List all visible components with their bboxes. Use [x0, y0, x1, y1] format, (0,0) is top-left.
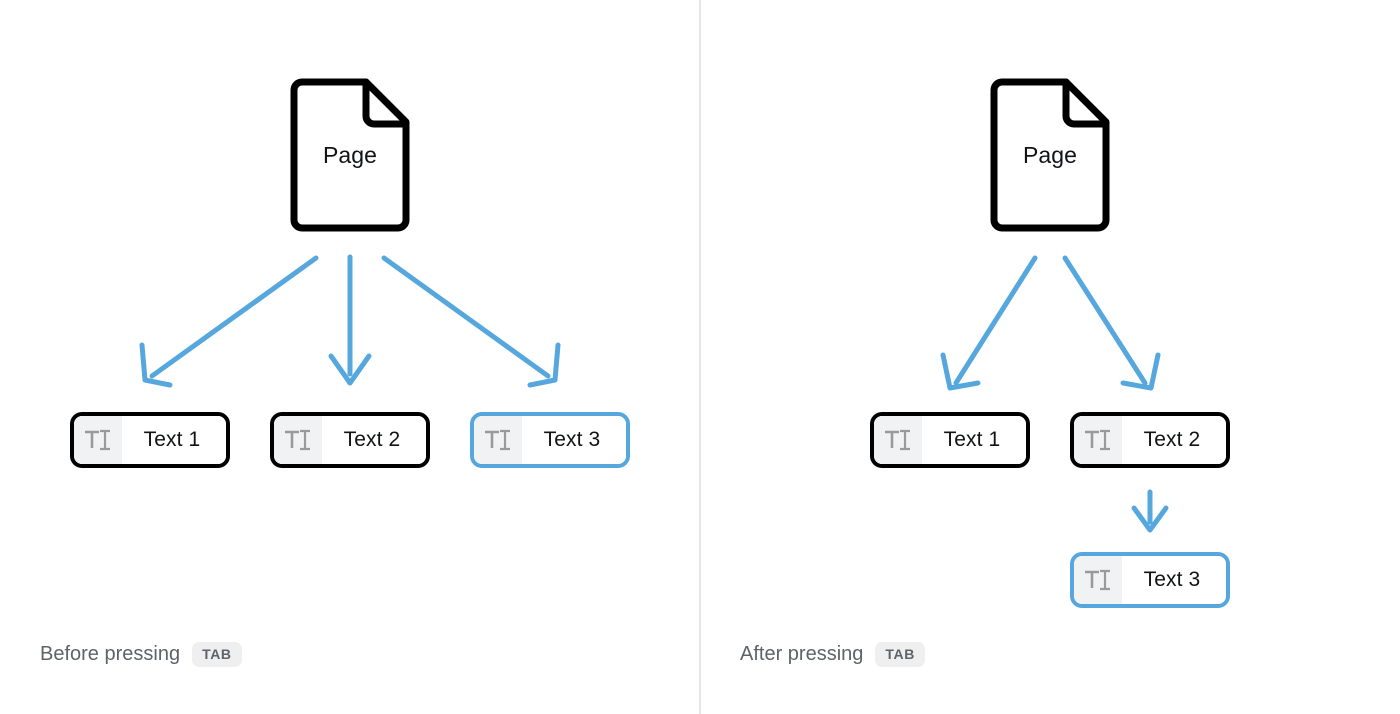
panel-after-tab: Page Text 1 Text 2 [700, 0, 1400, 714]
text-node-text3-after[interactable]: Text 3 [1070, 552, 1230, 608]
text-cursor-icon [1074, 556, 1122, 604]
text-cursor-icon [274, 416, 322, 464]
caption-after: After pressing TAB [740, 642, 925, 667]
arrow-page-to-text2 [328, 254, 372, 386]
page-node-label: Page [1022, 141, 1078, 168]
text-node-label: Text 3 [1122, 556, 1226, 604]
text-node-text3-before[interactable]: Text 3 [470, 412, 630, 468]
text-node-label: Text 3 [522, 416, 626, 464]
caption-before-text: Before pressing [40, 643, 181, 665]
text-cursor-icon [74, 416, 122, 464]
text-node-text2-before[interactable]: Text 2 [270, 412, 430, 468]
page-node-label: Page [322, 141, 378, 168]
text-node-text1-before[interactable]: Text 1 [70, 412, 230, 468]
arrow-page-to-text3 [381, 255, 561, 388]
arrow-page-to-text2 [1062, 255, 1161, 391]
arrow-text2-to-text3 [1131, 489, 1169, 533]
page-node-after[interactable]: Page [988, 78, 1112, 232]
key-badge-tab: TAB [875, 642, 925, 667]
panel-before-tab: Page Text 1 Text 2 [40, 78, 630, 667]
caption-after-text: After pressing [740, 643, 864, 665]
caption-before: Before pressing TAB [40, 642, 242, 667]
text-cursor-icon [474, 416, 522, 464]
page-node-before[interactable]: Page [288, 78, 412, 232]
text-node-label: Text 1 [122, 416, 226, 464]
page-document-icon [290, 78, 410, 232]
arrow-page-to-text1 [139, 255, 319, 388]
key-badge-tab: TAB [192, 642, 242, 667]
text-node-label: Text 2 [1122, 416, 1226, 464]
page-document-icon [990, 78, 1110, 232]
arrow-page-to-text1 [940, 255, 1038, 391]
text-cursor-icon [874, 416, 922, 464]
text-node-label: Text 2 [322, 416, 426, 464]
text-cursor-icon [1074, 416, 1122, 464]
panel-divider [699, 0, 701, 714]
text-node-text1-after[interactable]: Text 1 [870, 412, 1030, 468]
text-node-label: Text 1 [922, 416, 1026, 464]
text-node-text2-after[interactable]: Text 2 [1070, 412, 1230, 468]
